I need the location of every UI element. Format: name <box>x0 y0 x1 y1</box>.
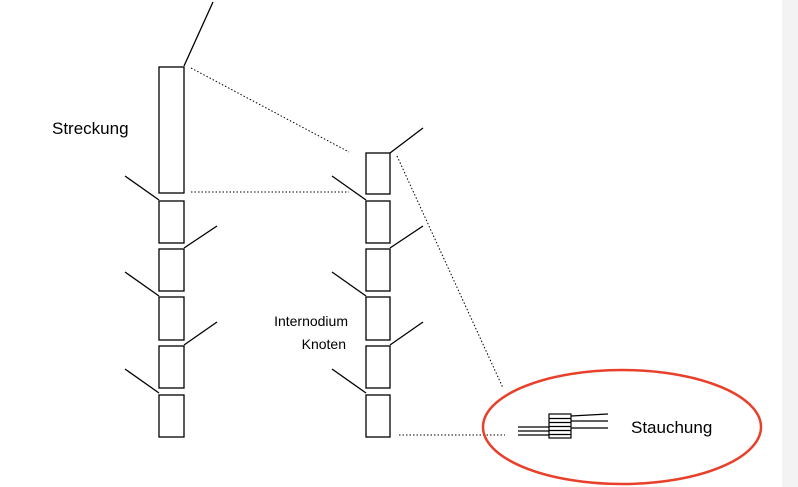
internode <box>158 394 185 438</box>
internode <box>365 152 391 195</box>
top-leaf <box>183 1 214 67</box>
compressed-stem <box>518 413 609 439</box>
streckung-label: Streckung <box>52 119 129 138</box>
leaf <box>124 271 160 297</box>
leaf <box>389 321 424 346</box>
leaf <box>570 413 609 417</box>
knoten-label: Knoten <box>302 336 346 352</box>
leaf <box>331 368 367 394</box>
connector-lines <box>190 67 505 436</box>
internode <box>365 394 391 438</box>
internode <box>158 200 185 244</box>
internode <box>365 296 391 341</box>
connector <box>190 67 350 153</box>
stauchung-label: Stauchung <box>631 418 712 437</box>
internode <box>158 345 185 389</box>
internode-long <box>158 66 185 194</box>
stretched-stem <box>124 1 218 438</box>
leaf <box>389 225 424 249</box>
leaf <box>124 368 160 394</box>
leaf <box>331 175 367 201</box>
leaf <box>331 271 367 297</box>
normal-stem <box>331 127 424 438</box>
internode <box>365 248 391 292</box>
connector <box>396 155 504 389</box>
page-edge <box>782 0 798 487</box>
internode <box>365 345 391 389</box>
leaf <box>124 175 160 201</box>
internode <box>158 296 185 341</box>
internodium-label: Internodium <box>274 313 348 329</box>
top-leaf <box>389 127 424 154</box>
leaf <box>183 321 218 346</box>
internode <box>365 200 391 244</box>
leaf <box>183 225 218 249</box>
internode <box>158 248 185 292</box>
highlight-ellipse <box>481 368 763 486</box>
